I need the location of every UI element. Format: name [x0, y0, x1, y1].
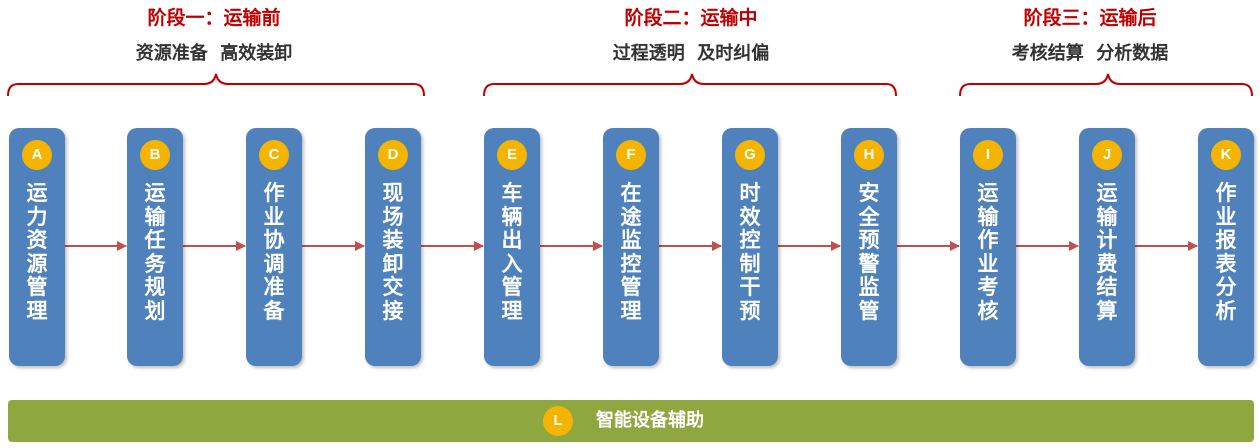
step-h-badge: H	[854, 140, 884, 170]
step-b-badge: B	[140, 140, 170, 170]
phase-1-title: 阶段一：运输前	[147, 7, 281, 29]
step-e-label: 车辆出入管理	[501, 181, 523, 323]
step-i: I 运输作业考核	[960, 128, 1016, 366]
step-b: B 运输任务规划	[127, 128, 183, 366]
phase-2-title: 阶段二：运输中	[624, 7, 758, 29]
support-label: 智能设备辅助	[596, 410, 704, 431]
step-c-label: 作业协调准备	[263, 181, 285, 323]
step-f-label: 在途监控管理	[620, 181, 642, 323]
step-c-badge: C	[259, 140, 289, 170]
phase-3-title: 阶段三：运输后	[1023, 7, 1157, 29]
phase-1-brace	[7, 73, 425, 97]
step-e-badge: E	[497, 140, 527, 170]
step-k: K 作业报表分析	[1198, 128, 1254, 366]
step-d: D 现场装卸交接	[365, 128, 421, 366]
step-g-badge: G	[735, 140, 765, 170]
step-e: E 车辆出入管理	[484, 128, 540, 366]
step-a-label: 运力资源管理	[26, 181, 48, 323]
step-j-badge: J	[1092, 140, 1122, 170]
step-d-label: 现场装卸交接	[382, 181, 404, 323]
step-a-badge: A	[22, 140, 52, 170]
step-b-label: 运输任务规划	[144, 181, 166, 323]
step-j-label: 运输计费结算	[1096, 181, 1118, 323]
step-i-label: 运输作业考核	[977, 181, 999, 323]
phase-2-brace	[483, 73, 897, 97]
step-f-badge: F	[616, 140, 646, 170]
phase-3-subtitle: 考核结算 分析数据	[1011, 43, 1169, 64]
step-i-badge: I	[973, 140, 1003, 170]
step-d-badge: D	[378, 140, 408, 170]
support-badge: L	[543, 406, 573, 436]
step-c: C 作业协调准备	[246, 128, 302, 366]
support-bar: L 智能设备辅助	[8, 400, 1254, 442]
step-h-label: 安全预警监管	[858, 181, 880, 323]
step-h: H 安全预警监管	[841, 128, 897, 366]
phase-3-brace	[959, 73, 1253, 97]
step-j: J 运输计费结算	[1079, 128, 1135, 366]
step-g-label: 时效控制干预	[739, 181, 761, 323]
step-k-label: 作业报表分析	[1215, 181, 1237, 323]
phase-2-subtitle: 过程透明 及时纠偏	[612, 43, 770, 64]
phase-1-subtitle: 资源准备 高效装卸	[135, 43, 293, 64]
step-f: F 在途监控管理	[603, 128, 659, 366]
step-k-badge: K	[1211, 140, 1241, 170]
step-g: G 时效控制干预	[722, 128, 778, 366]
step-a: A 运力资源管理	[9, 128, 65, 366]
